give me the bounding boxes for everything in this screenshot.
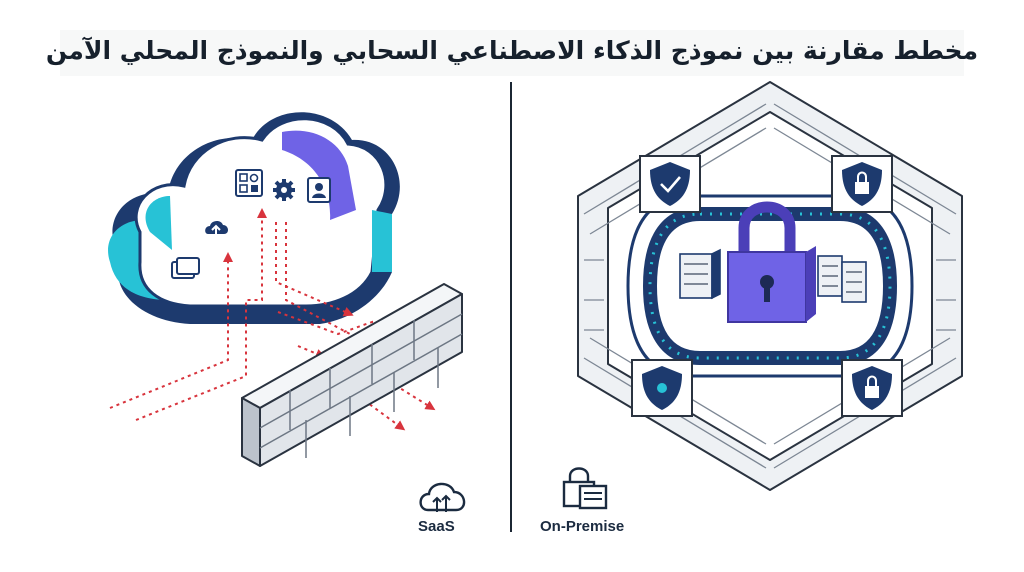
- lock-server-icon: [564, 469, 606, 509]
- shield-check-icon: [640, 156, 700, 212]
- saas-label: SaaS: [418, 518, 455, 535]
- on-premise-label: On-Premise: [540, 518, 624, 535]
- lock-shield-icon-bottom: [842, 360, 902, 416]
- panel-divider: [510, 82, 512, 532]
- lock-shield-icon: [832, 156, 892, 212]
- bug-shield-icon: [632, 360, 692, 416]
